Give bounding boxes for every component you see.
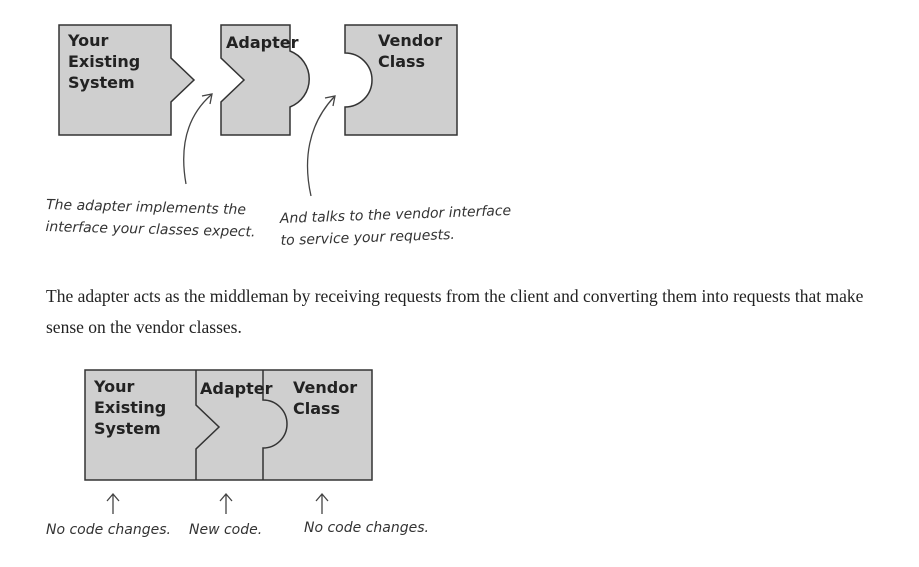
label-no-code-changes-left: No code changes. [46,522,171,538]
adapter-label: Adapter [200,379,273,398]
adapter-line: Adapter [226,33,299,52]
annotation-talks-to-vendor: And talks to the vendor interface to ser… [279,203,517,249]
vendor-class-line: Class [293,399,340,418]
vendor-class-label: Vendor Class [293,378,363,418]
existing-system-block [58,24,196,136]
up-arrow-icon [106,493,120,514]
adapter-vendor-seam [262,370,288,480]
up-arrow-icon [315,493,329,514]
label-no-code-changes-right: No code changes. [304,520,429,536]
annotation-line: And talks to the vendor interface [279,203,512,227]
up-arrow-icon [219,493,233,514]
adapter-label: Adapter [226,33,299,52]
explanation-paragraph: The adapter acts as the middleman by rec… [46,286,864,337]
annotation-line: to service your requests. [280,227,455,249]
vendor-class-label: Vendor Class [378,31,448,71]
vendor-class-block [344,24,458,136]
existing-system-line: System [94,419,161,438]
adapter-diagram-separated: Your Existing System Adapter Vendor Clas… [45,24,517,249]
existing-system-label: Your Existing System [93,377,172,438]
adapter-block [220,24,310,136]
existing-system-label: Your Existing System [67,31,146,92]
vendor-class-line: Vendor [378,31,442,50]
annotation-line: The adapter implements the [46,197,246,218]
annotation-adapter-implements: The adapter implements the interface you… [45,197,256,240]
arrow-to-adapter-interface [183,94,212,185]
existing-system-line: Existing [94,398,166,417]
label-new-code: New code. [189,522,262,538]
annotation-line: interface your classes expect. [45,219,255,240]
combined-block [84,369,373,481]
adapter-line: Adapter [200,379,273,398]
existing-adapter-seam [195,370,221,480]
arrowhead-icon [201,93,213,105]
vendor-class-line: Class [378,52,425,71]
arrow-to-vendor-interface [306,96,335,197]
existing-system-line: Your [67,31,109,50]
existing-system-line: Your [93,377,135,396]
vendor-class-line: Vendor [293,378,357,397]
existing-system-line: System [68,73,135,92]
arrowhead-icon [324,95,336,107]
adapter-diagram-combined: Your Existing System Adapter Vendor Clas… [46,369,429,538]
existing-system-line: Existing [68,52,140,71]
